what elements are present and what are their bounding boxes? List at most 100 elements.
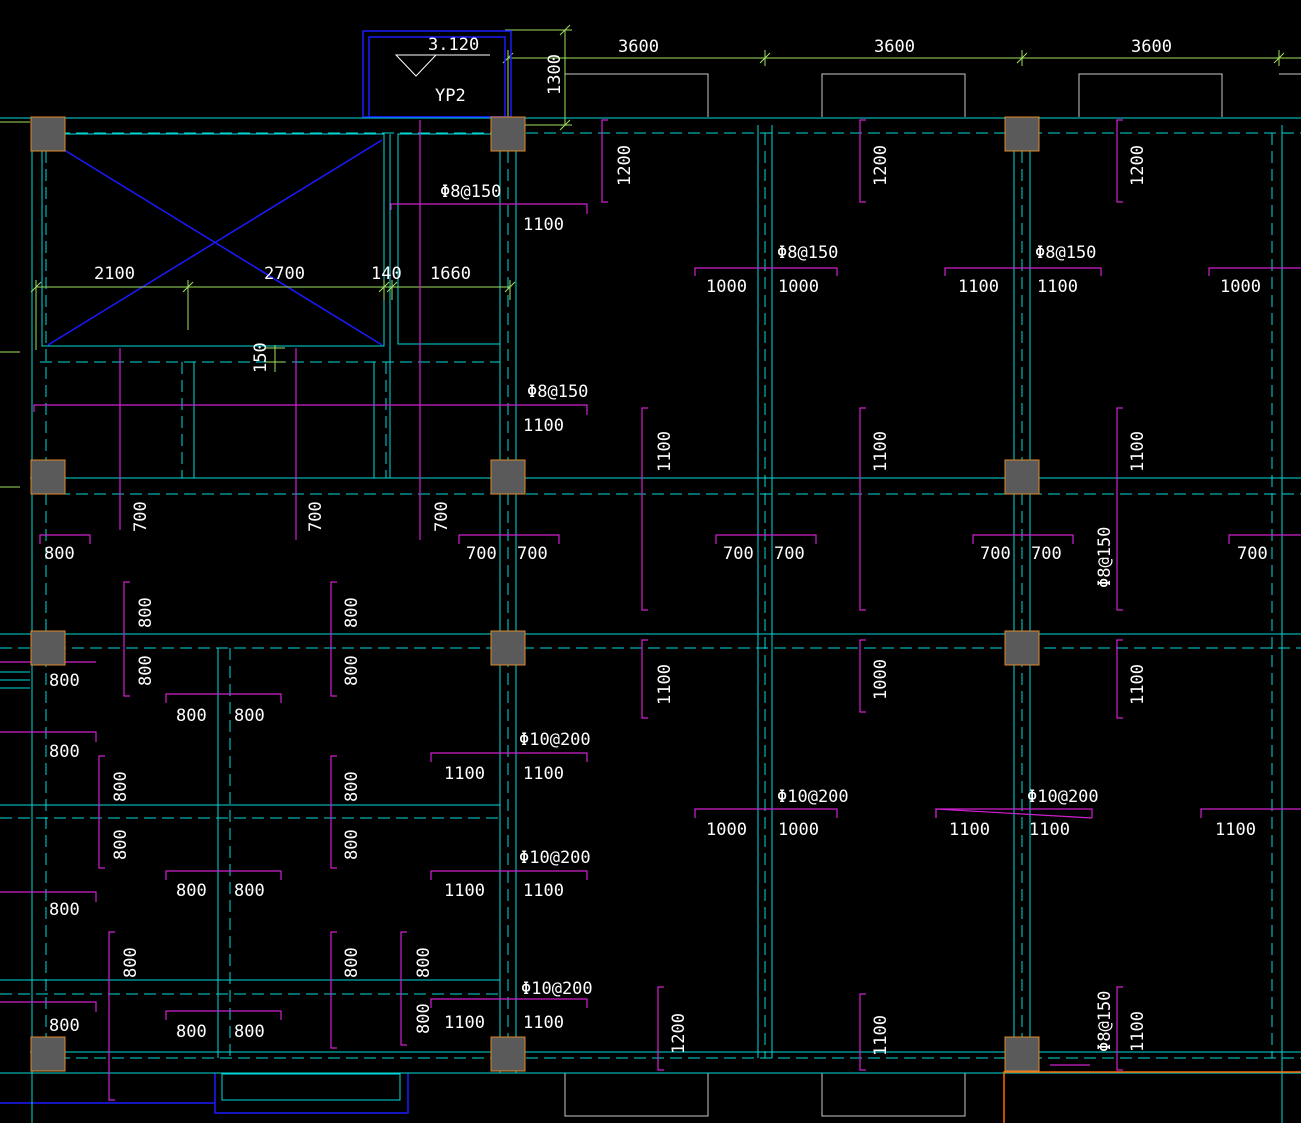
len-1100: 1100 bbox=[871, 1015, 891, 1056]
orange-edge bbox=[1003, 1071, 1301, 1123]
len-800: 800 bbox=[49, 671, 80, 691]
len-800: 800 bbox=[49, 1016, 80, 1036]
len-1000: 1000 bbox=[1220, 277, 1261, 297]
opening-dim-3: 140 bbox=[371, 264, 402, 284]
spec-p8-4: Φ8@150 bbox=[527, 382, 588, 402]
len-800: 800 bbox=[342, 829, 362, 860]
len-1100: 1100 bbox=[1128, 664, 1148, 705]
columns bbox=[30, 116, 1040, 1072]
len-1100: 1100 bbox=[1037, 277, 1078, 297]
len-800: 800 bbox=[121, 947, 141, 978]
span-label-2: 3600 bbox=[874, 37, 915, 57]
len-700: 700 bbox=[774, 544, 805, 564]
len-800: 800 bbox=[111, 829, 131, 860]
spec-p10-4: Φ10@200 bbox=[519, 848, 591, 868]
elevation-frame bbox=[0, 30, 512, 1114]
len-800: 800 bbox=[44, 544, 75, 564]
opening-dimension-line bbox=[30, 280, 516, 372]
len-800: 800 bbox=[342, 597, 362, 628]
len-1000: 1000 bbox=[778, 277, 819, 297]
len-700: 700 bbox=[306, 501, 326, 532]
len-1100: 1100 bbox=[655, 431, 675, 472]
gap-label: 150 bbox=[251, 342, 271, 373]
len-1000: 1000 bbox=[706, 277, 747, 297]
spec-p8-1: Φ8@150 bbox=[440, 182, 501, 202]
top-dimension-line bbox=[0, 24, 1301, 488]
column bbox=[1004, 1036, 1040, 1072]
len-1200: 1200 bbox=[871, 145, 891, 186]
column bbox=[30, 116, 66, 152]
spec-p8-3: Φ8@150 bbox=[1035, 243, 1096, 263]
len-1100: 1100 bbox=[655, 664, 675, 705]
len-1100: 1100 bbox=[871, 431, 891, 472]
len-800: 800 bbox=[414, 1003, 434, 1034]
len-1100: 1100 bbox=[1029, 820, 1070, 840]
len-1100: 1100 bbox=[523, 1013, 564, 1033]
spec-p10-2: Φ10@200 bbox=[777, 787, 849, 807]
len-1000: 1000 bbox=[871, 659, 891, 700]
len-800: 800 bbox=[136, 597, 156, 628]
len-700: 700 bbox=[1237, 544, 1268, 564]
len-700: 700 bbox=[723, 544, 754, 564]
opening-dim-1: 2100 bbox=[94, 264, 135, 284]
spec-p10-1: Φ10@200 bbox=[519, 730, 591, 750]
spec-p8-2: Φ8@150 bbox=[777, 243, 838, 263]
len-1100: 1100 bbox=[444, 1013, 485, 1033]
spec-p8-5: Φ8@150 bbox=[1095, 527, 1115, 588]
len-1100: 1100 bbox=[1215, 820, 1256, 840]
len-1100: 1100 bbox=[523, 881, 564, 901]
len-800: 800 bbox=[136, 655, 156, 686]
len-1100: 1100 bbox=[523, 416, 564, 436]
len-1200: 1200 bbox=[669, 1013, 689, 1054]
column bbox=[1004, 116, 1040, 152]
len-1100: 1100 bbox=[1128, 431, 1148, 472]
opening-labels: 2100 2700 140 1660 150 bbox=[94, 264, 471, 373]
span-label-1: 3600 bbox=[618, 37, 659, 57]
spec-p10-3: Φ10@200 bbox=[1027, 787, 1099, 807]
len-1100: 1100 bbox=[444, 881, 485, 901]
len-800: 800 bbox=[342, 771, 362, 802]
len-800: 800 bbox=[176, 706, 207, 726]
len-1100: 1100 bbox=[1128, 1011, 1148, 1052]
len-1200: 1200 bbox=[1128, 145, 1148, 186]
elevation-tag: YP2 bbox=[435, 86, 466, 106]
len-800: 800 bbox=[342, 655, 362, 686]
column bbox=[1004, 459, 1040, 495]
len-800: 800 bbox=[234, 1022, 265, 1042]
grey-outline bbox=[564, 73, 1301, 1117]
elevation-marker: 3.120 YP2 bbox=[394, 35, 490, 106]
column bbox=[30, 1036, 66, 1072]
len-800: 800 bbox=[176, 881, 207, 901]
len-700: 700 bbox=[1031, 544, 1062, 564]
column bbox=[490, 1036, 526, 1072]
len-1200: 1200 bbox=[615, 145, 635, 186]
column bbox=[490, 116, 526, 152]
column bbox=[30, 630, 66, 666]
len-800: 800 bbox=[414, 947, 434, 978]
rebar-lines bbox=[0, 119, 1301, 1101]
len-1100: 1100 bbox=[444, 764, 485, 784]
len-700: 700 bbox=[517, 544, 548, 564]
len-700: 700 bbox=[131, 501, 151, 532]
len-1100: 1100 bbox=[523, 764, 564, 784]
elevation-value: 3.120 bbox=[428, 35, 479, 55]
len-1000: 1000 bbox=[706, 820, 747, 840]
len-700: 700 bbox=[432, 501, 452, 532]
column bbox=[30, 459, 66, 495]
beam-lines bbox=[0, 117, 1301, 1123]
len-800: 800 bbox=[176, 1022, 207, 1042]
len-1100: 1100 bbox=[523, 215, 564, 235]
column bbox=[490, 459, 526, 495]
len-700: 700 bbox=[980, 544, 1011, 564]
len-800: 800 bbox=[234, 881, 265, 901]
len-800: 800 bbox=[49, 742, 80, 762]
len-800: 800 bbox=[49, 900, 80, 920]
len-800: 800 bbox=[342, 947, 362, 978]
len-1100: 1100 bbox=[949, 820, 990, 840]
column bbox=[490, 630, 526, 666]
spec-p8-6: Φ8@150 bbox=[1095, 991, 1115, 1052]
len-800: 800 bbox=[111, 771, 131, 802]
len-1100: 1100 bbox=[958, 277, 999, 297]
spec-p10-5: Φ10@200 bbox=[521, 979, 593, 999]
rebar-length-labels: 1200 1200 1200 1200 1100 1100 1100 1100 … bbox=[44, 145, 1268, 1056]
